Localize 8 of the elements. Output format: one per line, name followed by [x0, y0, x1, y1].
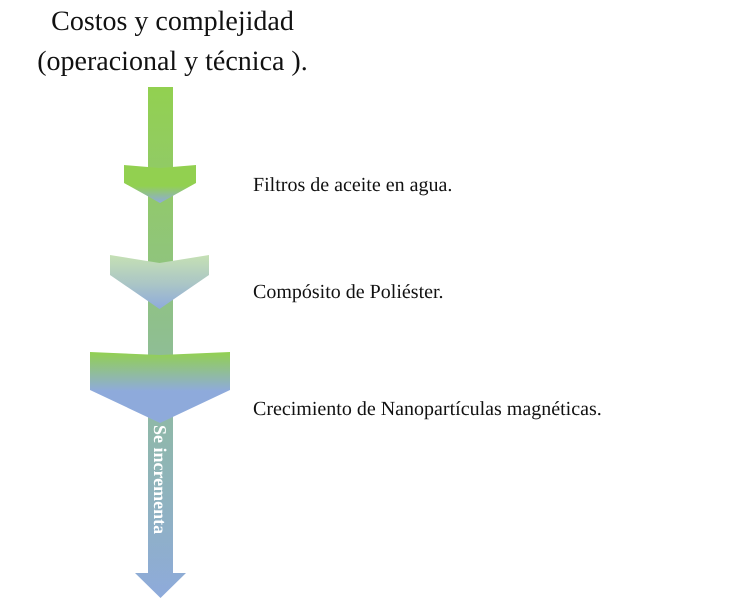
- arrow-label: Se incrementa: [149, 425, 171, 534]
- item-label: Crecimiento de Nanopartículas magnéticas.: [253, 398, 602, 421]
- chevron-marker: [110, 255, 209, 309]
- chevron-marker: [124, 165, 196, 203]
- item-label: Filtros de aceite en agua.: [253, 174, 452, 197]
- heading: Costos y complejidad (operacional y técnica ).: [36, 5, 309, 79]
- chevron-marker: [90, 352, 230, 423]
- item-label: Compósito de Poliéster.: [253, 281, 444, 304]
